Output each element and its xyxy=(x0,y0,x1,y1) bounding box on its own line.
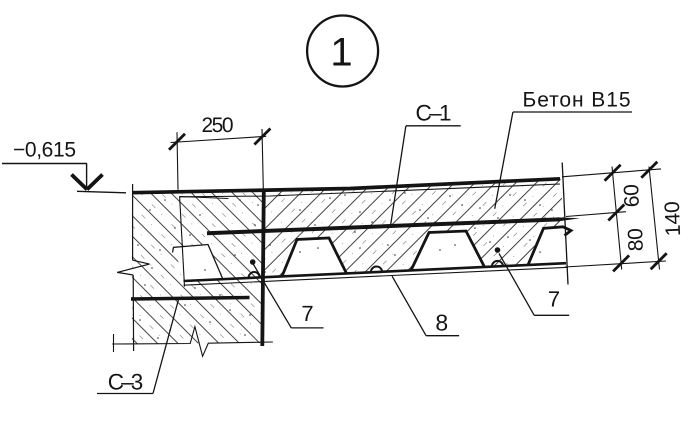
svg-text:1: 1 xyxy=(330,31,352,75)
svg-text:7: 7 xyxy=(301,301,313,326)
svg-text:Бетон В15: Бетон В15 xyxy=(523,88,631,111)
svg-text:7: 7 xyxy=(548,287,560,312)
svg-text:250: 250 xyxy=(202,114,234,137)
svg-text:С–1: С–1 xyxy=(416,101,452,126)
svg-text:80: 80 xyxy=(624,228,648,252)
svg-text:8: 8 xyxy=(435,309,448,335)
svg-text:−0,615: −0,615 xyxy=(13,139,76,162)
svg-text:С–3: С–3 xyxy=(108,369,144,394)
svg-text:60: 60 xyxy=(620,184,644,208)
svg-text:140: 140 xyxy=(661,201,685,237)
